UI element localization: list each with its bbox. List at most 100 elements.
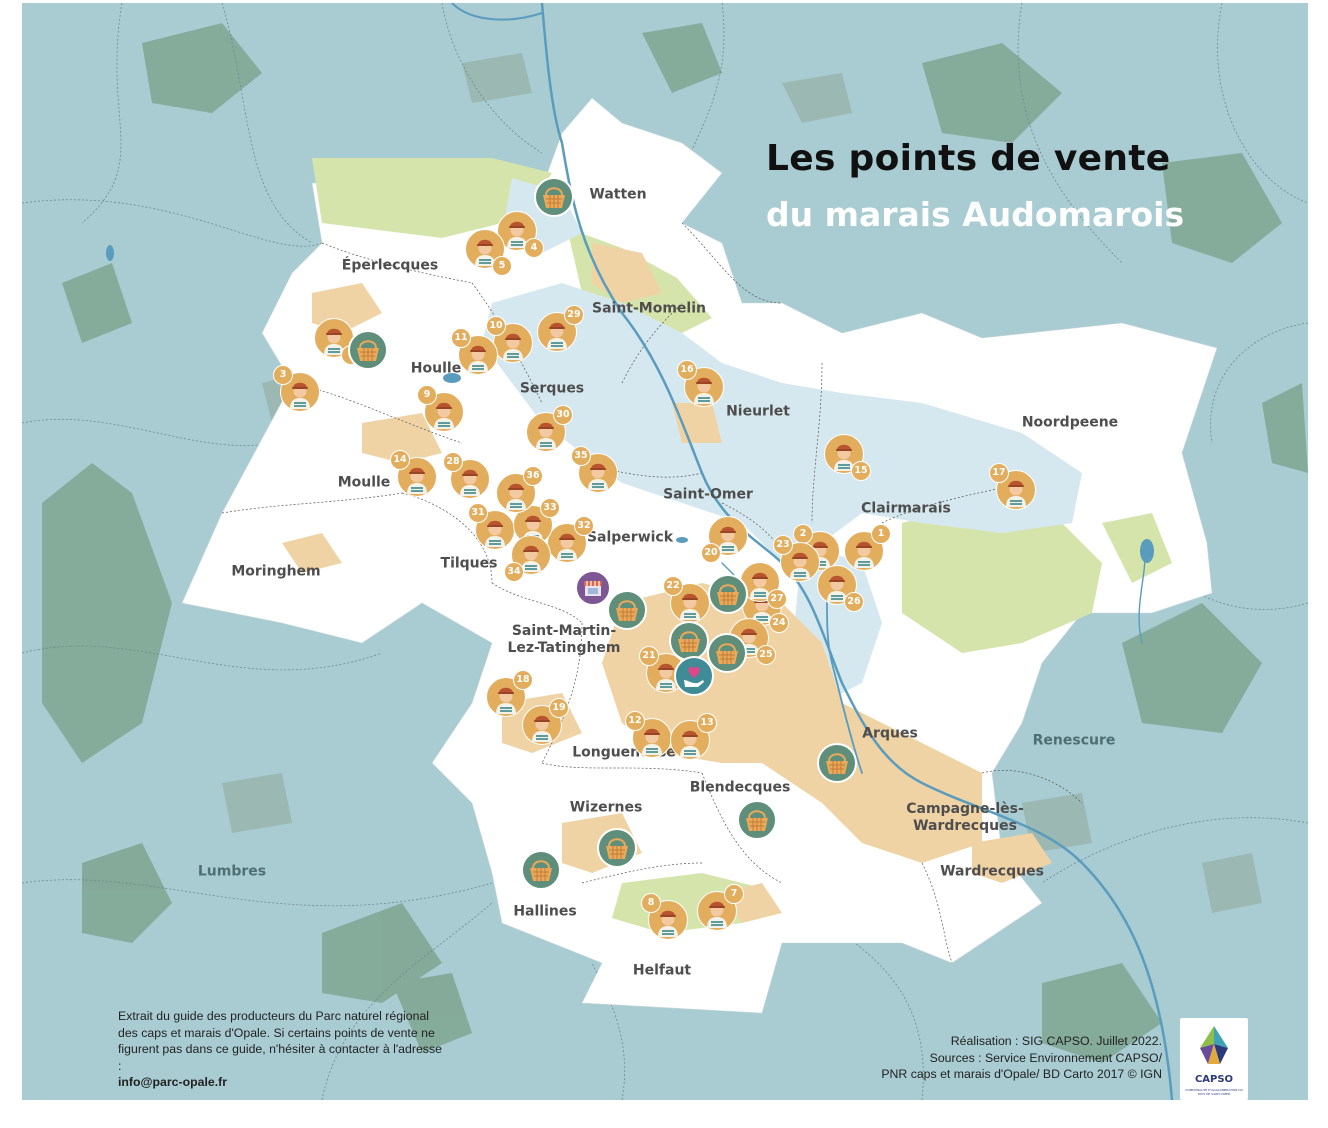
credit-line-1: Réalisation : SIG CAPSO. Juillet 2022. [950,1034,1162,1048]
producer-number: 18 [513,670,533,690]
producer-marker[interactable]: 22 [663,576,710,623]
producer-marker[interactable]: 7 [697,884,744,931]
commune-label-saint-martin-lez-tatinghem: Saint-Martin-Lez-Tatinghem [507,623,621,656]
producer-marker[interactable]: 14 [390,450,437,497]
producer-marker[interactable]: 20 [701,516,748,563]
heart-hand-icon[interactable] [674,656,714,696]
producer-marker[interactable]: 6 [314,318,361,365]
producer-marker[interactable]: 12 [625,711,672,758]
commune-label-saint-momelin: Saint-Momelin [592,300,706,317]
producer-number: 26 [844,592,864,612]
producer-marker[interactable]: 29 [537,305,584,352]
producer-number: 19 [549,698,569,718]
producer-number: 34 [504,562,524,582]
producer-number: 24 [769,613,789,633]
market-basket-icon[interactable] [597,828,637,868]
producer-number: 8 [641,893,661,913]
producer-marker[interactable]: 1 [844,524,891,571]
market-basket-icon[interactable] [348,330,388,370]
shop-icon[interactable] [575,570,611,606]
producer-marker[interactable]: 3 [273,365,320,412]
producer-number: 30 [553,405,573,425]
producer-number: 22 [663,576,683,596]
producer-number: 2 [793,524,813,544]
producer-number: 27 [767,589,787,609]
map-title-line2: du marais Audomarois [766,195,1185,234]
producer-marker[interactable]: 18 [486,670,533,717]
commune-label-moringhem: Moringhem [231,563,321,580]
market-basket-icon[interactable] [669,621,709,661]
producer-number: 10 [486,316,506,336]
commune-label-campagne-les-wardrecques: Campagne-lès-Wardrecques [906,801,1024,834]
producer-marker[interactable]: 36 [496,466,543,513]
producer-number: 11 [451,328,471,348]
commune-label-noordpeene: Noordpeene [1021,414,1119,431]
commune-label-eperlecques: Éperlecques [341,257,439,274]
producer-number: 20 [701,543,721,563]
producer-number: 3 [273,365,293,385]
market-basket-icon[interactable] [708,574,748,614]
commune-label-hallines: Hallines [513,903,577,920]
commune-label-salperwick: Salperwick [586,529,674,546]
producer-marker[interactable]: 13 [670,713,717,760]
commune-label-wizernes: Wizernes [569,799,643,816]
producer-number: 25 [756,645,776,665]
commune-label-lumbres: Lumbres [197,863,267,880]
inside-boundaries [221,222,1083,964]
producer-marker[interactable]: 28 [443,452,490,499]
market-basket-icon[interactable] [707,633,747,673]
producer-number: 4 [524,238,544,258]
credits: Réalisation : SIG CAPSO. Juillet 2022. S… [881,1033,1162,1083]
commune-label-arques: Arques [862,725,918,742]
guide-note: Extrait du guide des producteurs du Parc… [118,1008,448,1091]
producer-marker[interactable]: 15 [824,434,871,481]
credit-line-3: PNR caps et marais d'Opale/ BD Carto 201… [881,1067,1162,1081]
commune-label-serques: Serques [519,380,585,397]
capso-logo-name: CAPSO [1194,1074,1234,1085]
producer-marker[interactable]: 19 [522,698,569,745]
producer-marker[interactable]: 10 [486,316,533,363]
producer-number: 5 [492,256,512,276]
guide-note-text: Extrait du guide des producteurs du Parc… [118,1009,442,1073]
credit-line-2: Sources : Service Environnement CAPSO/ [929,1050,1162,1065]
producer-number: 16 [677,360,697,380]
producer-marker[interactable]: 17 [989,463,1036,510]
producer-marker[interactable]: 5 [465,229,512,276]
market-basket-icon[interactable] [521,850,561,890]
producer-number: 28 [443,452,463,472]
map-title-line1: Les points de vente [766,138,1171,179]
producer-marker[interactable]: 23 [773,535,820,582]
producer-marker[interactable]: 35 [571,446,618,493]
producer-marker[interactable]: 4 [497,211,544,258]
contact-email[interactable]: info@parc-opale.fr [118,1075,228,1089]
market-basket-icon[interactable] [737,800,777,840]
commune-label-blendecques: Blendecques [689,779,791,796]
commune-label-saint-omer: Saint-Omer [663,486,753,503]
producer-marker[interactable]: 9 [417,385,464,432]
producer-number: 36 [523,466,543,486]
producer-marker[interactable]: 31 [468,503,515,550]
producer-number: 1 [871,524,891,544]
commune-label-moulle: Moulle [337,474,391,491]
producer-number: 21 [639,646,659,666]
commune-label-watten: Watten [589,186,647,203]
lakes [106,245,1154,563]
producer-number: 23 [773,535,793,555]
producer-marker[interactable]: 30 [526,405,573,452]
producer-marker[interactable]: 11 [451,328,498,375]
outside-boundaries [22,3,1308,1100]
producer-marker[interactable]: 32 [547,516,594,563]
producer-number: 35 [571,446,591,466]
producer-number: 29 [564,305,584,325]
capso-logo-mark [1200,1026,1228,1064]
producer-number: 13 [697,713,717,733]
market-basket-icon[interactable] [607,590,647,630]
producer-marker[interactable]: 34 [504,535,551,582]
producer-marker[interactable]: 8 [641,893,688,940]
market-basket-icon[interactable] [817,743,857,783]
producer-marker[interactable]: 26 [817,565,864,612]
producer-marker[interactable]: 16 [677,360,724,407]
producer-number: 15 [851,461,871,481]
market-basket-icon[interactable] [534,177,574,217]
